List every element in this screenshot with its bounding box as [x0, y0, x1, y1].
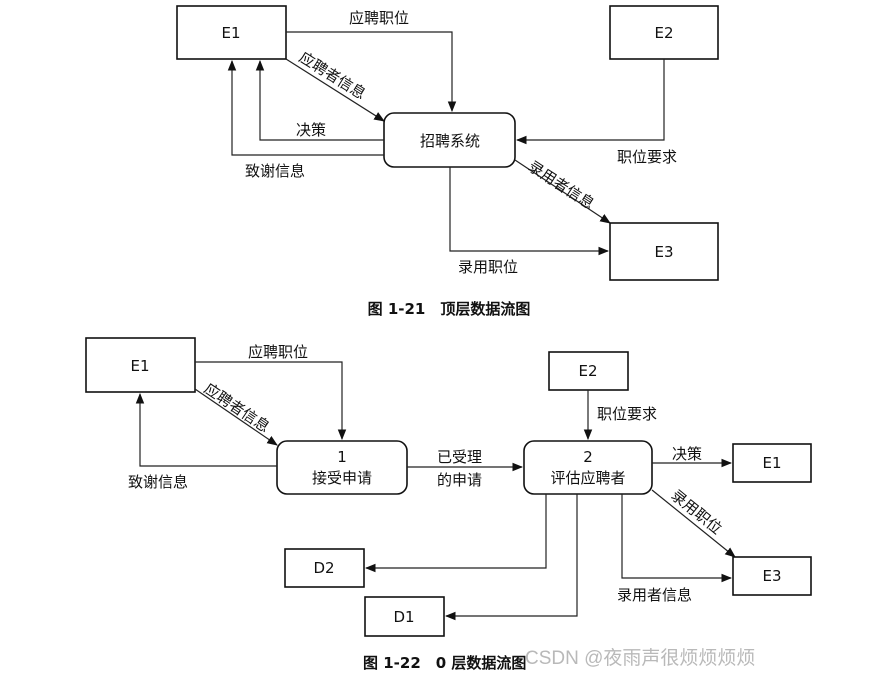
csdn-watermark: CSDN @夜雨声很烦烦烦烦 [525, 647, 755, 669]
entity-e1-right-box [732, 443, 812, 483]
flow-applicant-info-label: 应聘者信息 [296, 48, 369, 103]
flow-l0-thanks-label: 致谢信息 [128, 473, 188, 491]
entity-e3-box [609, 222, 719, 281]
flow-decision [255, 59, 384, 141]
entity-e1-box [176, 5, 287, 60]
figure-caption-1-22: 图 1-22 0 层数据流图 [363, 654, 526, 672]
process-1-number: 1 [337, 448, 347, 466]
flow-l0-applicant-info-label: 应聘者信息 [201, 379, 273, 436]
entity-e2-label: E2 [654, 24, 673, 42]
entity-e2-box [609, 5, 719, 60]
process-2-name: 评估应聘者 [550, 469, 625, 487]
flow-l0-accepted-line2: 的申请 [437, 471, 482, 489]
flow-l0-to-d2 [364, 494, 547, 573]
entity-e1-left-label: E1 [130, 357, 149, 375]
flow-l0-hired-info [621, 494, 733, 583]
flow-l0-job-requirements-label: 职位要求 [597, 405, 657, 423]
flow-hired-info [514, 159, 611, 224]
entity-e3-box-level0 [732, 556, 812, 596]
entity-e1-left-box [85, 337, 196, 393]
flow-job-requirements [515, 59, 665, 145]
flow-hired-job-label: 录用职位 [458, 258, 518, 276]
figure-caption-1-21: 图 1-21 顶层数据流图 [368, 300, 531, 318]
flow-l0-decision-label: 决策 [672, 445, 702, 463]
process-2-number: 2 [583, 448, 593, 466]
flow-l0-applicant-info [194, 388, 278, 446]
process-2-evaluate-applicant [523, 440, 653, 495]
flow-l0-hired-job-label: 录用职位 [667, 486, 725, 538]
flow-thanks-label: 致谢信息 [245, 162, 305, 180]
entity-e2-label-level0: E2 [578, 362, 597, 380]
flow-applicant-info [285, 58, 385, 122]
flow-job-requirements-label: 职位要求 [617, 148, 677, 166]
process-recruitment-system-label: 招聘系统 [420, 132, 480, 150]
datastore-d2-box [284, 548, 365, 588]
flow-l0-apply-job-label: 应聘职位 [248, 343, 308, 361]
flow-l0-to-d1 [444, 494, 578, 621]
top-level-dfd: E1 E2 E3 招聘系统 应聘职位 应聘者信息 决策 致谢信息 职位要求 录用… [176, 5, 719, 318]
level-0-dfd: E1 1 接受申请 E2 2 评估应聘者 E1 E3 D2 D1 应聘职位 应聘… [85, 337, 812, 672]
datastore-d1-label: D1 [393, 608, 414, 626]
flow-l0-thanks [135, 392, 277, 467]
process-1-name: 接受申请 [312, 469, 372, 487]
entity-e1-right-label: E1 [762, 454, 781, 472]
flow-hired-job [449, 167, 610, 256]
flow-l0-hired-job [651, 489, 736, 558]
flow-l0-hired-info-label: 录用者信息 [617, 586, 692, 604]
flow-l0-apply-job [195, 361, 347, 441]
entity-e1-label: E1 [221, 24, 240, 42]
flow-apply-job [286, 31, 457, 113]
datastore-d2-label: D2 [313, 559, 334, 577]
datastore-d1-box [364, 596, 445, 637]
entity-e3-label: E3 [654, 243, 673, 261]
flow-thanks [227, 59, 384, 156]
flow-l0-accepted-line1: 已受理 [437, 448, 482, 466]
entity-e3-label-level0: E3 [762, 567, 781, 585]
flow-decision-label: 决策 [296, 121, 326, 139]
entity-e2-box-level0 [548, 351, 629, 391]
flow-apply-job-label: 应聘职位 [349, 9, 409, 27]
flow-hired-info-label: 录用者信息 [525, 157, 598, 213]
